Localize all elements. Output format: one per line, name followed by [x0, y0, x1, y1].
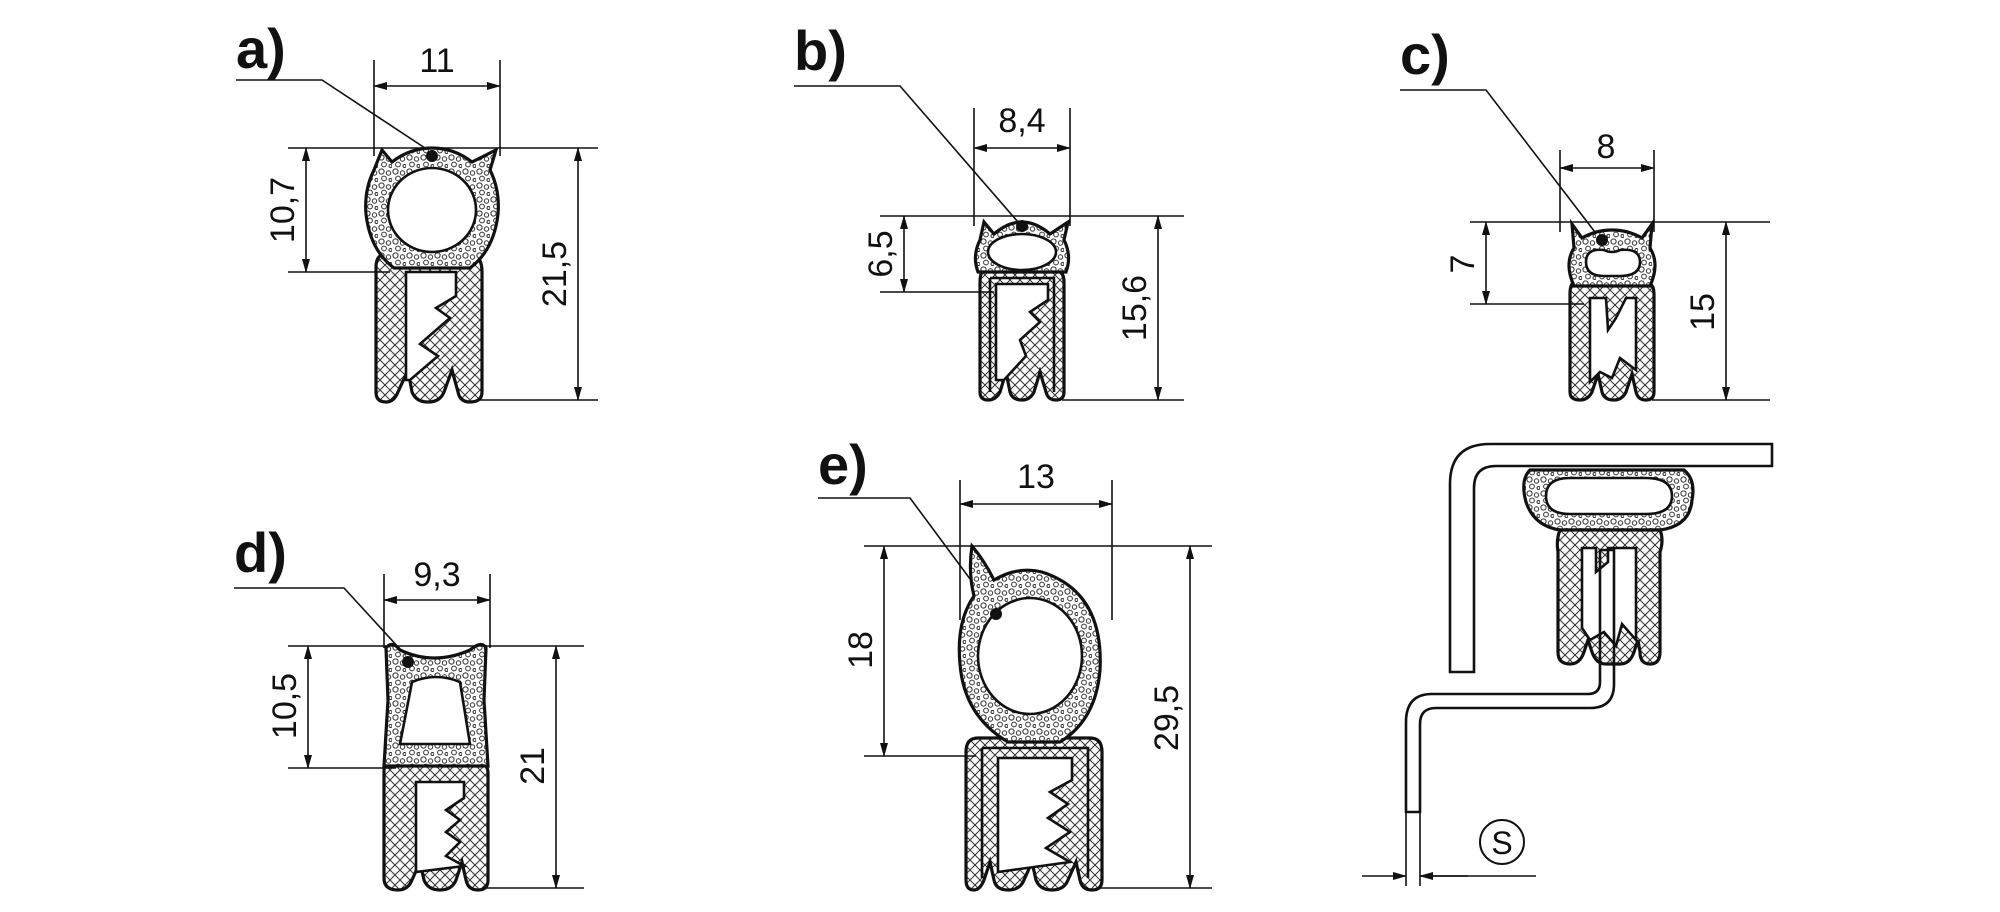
profile-e-total-height: 29,5	[1148, 685, 1186, 751]
thickness-symbol-circle	[1479, 819, 1525, 865]
profile-b-bulb-height: 6,5	[862, 230, 900, 277]
profile-e-channel-slot	[996, 756, 1074, 874]
profile-e: e) 13 18 29,5	[818, 433, 1212, 892]
upper-sheet-metal	[1448, 442, 1774, 674]
profile-d-dot	[402, 656, 414, 668]
profile-d-label: d)	[234, 521, 287, 584]
profile-e-leader	[818, 497, 997, 615]
profile-b-bulb-hollow	[986, 232, 1058, 272]
profile-e-steel-clip	[980, 746, 1090, 878]
profile-d: d) 9,3 10,5 21	[234, 521, 584, 892]
profile-a-label: a)	[236, 17, 286, 80]
profile-a-leader	[236, 79, 429, 151]
profile-c-leader	[1400, 89, 1599, 237]
profile-c-dot	[1596, 234, 1608, 246]
profile-a-width: 11	[419, 42, 454, 80]
profile-b: b) 8,4 6,5 15,6	[794, 19, 1184, 402]
profile-a-dot	[426, 150, 438, 162]
thickness-symbol: S	[1491, 825, 1512, 861]
profile-e-dot	[990, 608, 1002, 620]
profile-c: c) 8 7 15	[1400, 23, 1770, 402]
profile-d-leader	[234, 587, 411, 661]
profile-b-label: b)	[794, 19, 847, 82]
profile-e-label: e)	[818, 433, 868, 496]
profile-a-bulb-height: 10,7	[264, 177, 302, 243]
profile-b-dot	[1016, 220, 1028, 232]
profile-d-total-height: 21	[514, 747, 552, 785]
profile-a-bulb-hollow	[386, 166, 478, 254]
profile-c-width: 8	[1597, 128, 1616, 166]
profile-b-channel-slot	[994, 282, 1050, 382]
profile-b-leader	[794, 85, 1019, 223]
profile-d-bulb-height: 10,5	[266, 673, 304, 739]
profile-b-steel-clip	[988, 276, 1056, 392]
profile-a-total-height: 21,5	[536, 241, 574, 307]
profile-c-bulb-hollow	[1584, 248, 1642, 278]
profile-c-total-height: 15	[1684, 293, 1722, 331]
profile-d-channel-slot	[414, 780, 469, 874]
profile-b-total-height: 15,6	[1116, 275, 1154, 341]
installed-seal-hollow	[1544, 476, 1674, 516]
profile-c-channel-slot	[1588, 296, 1638, 386]
profile-e-bulb-height: 18	[842, 631, 880, 669]
profile-e-bulb-hollow	[976, 596, 1084, 716]
profile-d-width: 9,3	[413, 556, 460, 594]
installed-seal-slot	[1580, 546, 1638, 649]
profile-c-bulb-height: 7	[1444, 255, 1482, 274]
profile-a: a) 11 10,7 21,5	[236, 17, 598, 404]
profile-a-channel-slot	[404, 270, 458, 382]
profile-e-width: 13	[1017, 458, 1055, 496]
profile-d-bulb-hollow	[398, 675, 472, 746]
profile-b-width: 8,4	[998, 102, 1045, 140]
profile-c-label: c)	[1400, 23, 1450, 86]
installation-example: S	[1362, 442, 1774, 886]
